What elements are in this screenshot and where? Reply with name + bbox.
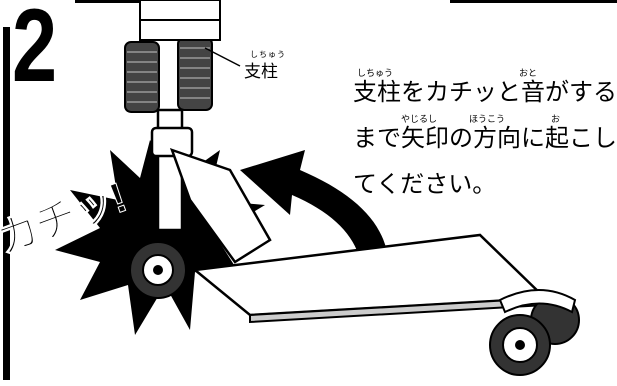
instruction-line: しちゅう おと 支柱をカチッと音がする [353, 70, 617, 126]
handle-grips [124, 37, 213, 113]
ruby-text: しちゅう [357, 69, 394, 79]
label-leader [204, 47, 241, 67]
frame-top-left [75, 0, 195, 3]
instruction-line-text: まで矢印の方向に起こし [353, 124, 617, 152]
instruction-line-text: てください。 [353, 170, 497, 198]
step-marker-bar [3, 27, 10, 380]
ruby-text: お [551, 115, 561, 125]
step-number: 2 [12, 0, 57, 104]
instruction-line: てください。 [353, 172, 615, 218]
click-starburst [55, 140, 265, 335]
part-label: 支柱 [244, 62, 278, 82]
ruby-text: おと [519, 69, 538, 79]
instruction-line-text: 支柱をカチッと音がする [353, 78, 617, 106]
ruby-text: ほうこう [469, 115, 506, 125]
direction-arrow [240, 150, 389, 300]
front-wheel [129, 241, 187, 299]
instruction-line: やじるし ほうこう お まで矢印の方向に起こし [353, 116, 617, 172]
ruby-text: やじるし [401, 115, 438, 125]
instruction-text: しちゅう おと 支柱をカチッと音がする やじるし ほうこう お まで矢印の方向に… [353, 70, 617, 218]
frame-top-right [450, 0, 617, 3]
rear-wheels [489, 289, 580, 376]
label-ruby: しちゅう [250, 50, 286, 59]
